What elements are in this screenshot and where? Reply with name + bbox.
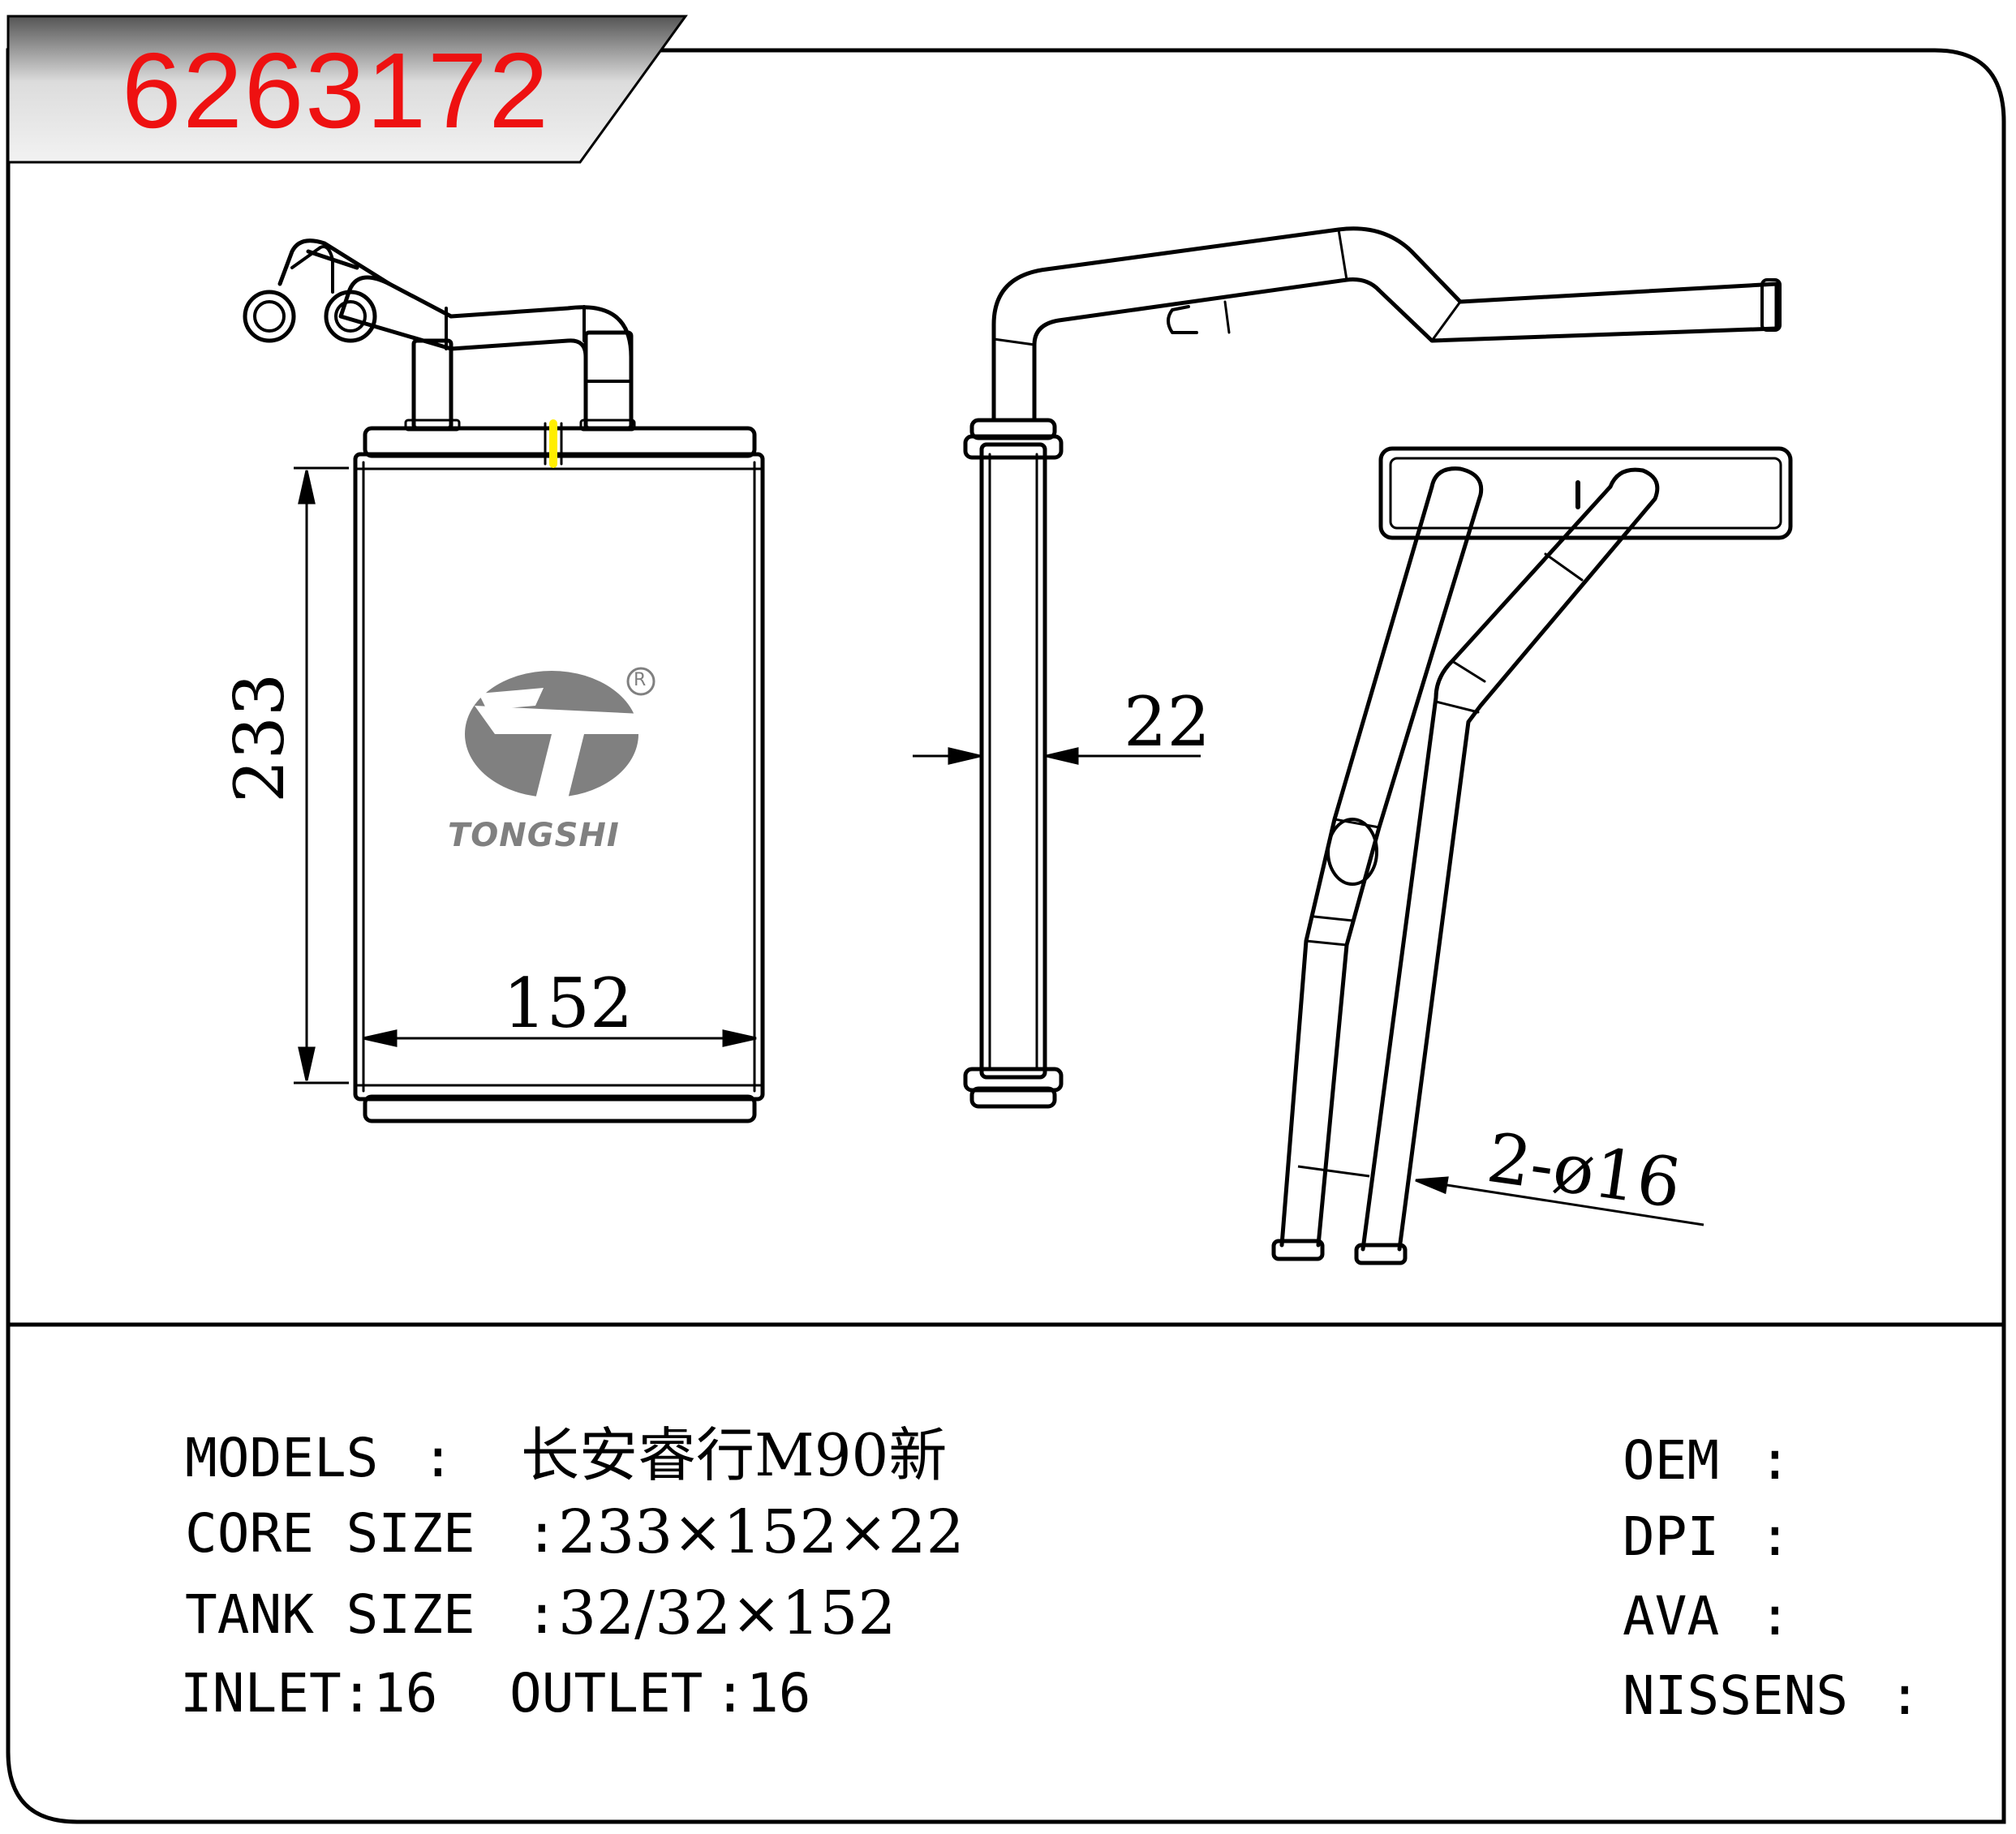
height-dimension [294,466,349,1085]
inlet-separator: : [341,1662,373,1724]
front-view [243,238,765,1123]
top-view [1271,446,1793,1265]
core-size-separator: : [526,1502,558,1565]
dimension-depth-label: 22 [1124,682,1210,762]
ava-label: AVA [1623,1585,1720,1647]
tank-size-label: TANK SIZE [185,1583,475,1646]
nissens-separator: : [1889,1664,1921,1727]
oem-separator: : [1759,1429,1791,1492]
registered-mark [626,667,656,696]
title-banner [6,15,688,164]
registered-mark-letter: R [634,670,647,690]
width-dimension [363,1029,757,1047]
tank-size-separator: : [526,1583,558,1646]
nissens-label: NISSENS [1623,1664,1849,1727]
bottom-tank [363,1094,757,1123]
dimension-height-label: 233 [220,672,299,803]
ava-separator: : [1759,1585,1791,1647]
dimension-width-label: 152 [503,964,634,1043]
models-separator: : [422,1427,454,1489]
side-view [963,226,1782,1109]
models-label: MODELS [185,1427,379,1489]
part-number: 6263172 [122,31,550,150]
dpi-separator: : [1759,1505,1791,1568]
depth-dimension [913,747,1201,765]
brand-name: TONGSHI [448,817,620,854]
models-value: 长安睿行M90新 [521,1421,948,1489]
sheet-border [6,48,2006,1824]
outlet-value: 16 [746,1662,811,1724]
outlet-separator: : [714,1662,746,1724]
pipe-dimension [1297,1165,1704,1226]
top-tank [363,426,757,458]
core-size-value: 233×152×22 [558,1497,965,1567]
dpi-label: DPI [1623,1505,1720,1568]
tank-size-value: 32/32×152 [558,1578,896,1648]
core-size-label: CORE SIZE [185,1502,475,1565]
inlet-label: INLET [180,1662,342,1724]
inlet-value: 16 [373,1662,438,1724]
tongshi-logo [465,667,656,799]
oem-label: OEM [1623,1429,1720,1492]
outlet-label: OUTLET [509,1662,703,1724]
